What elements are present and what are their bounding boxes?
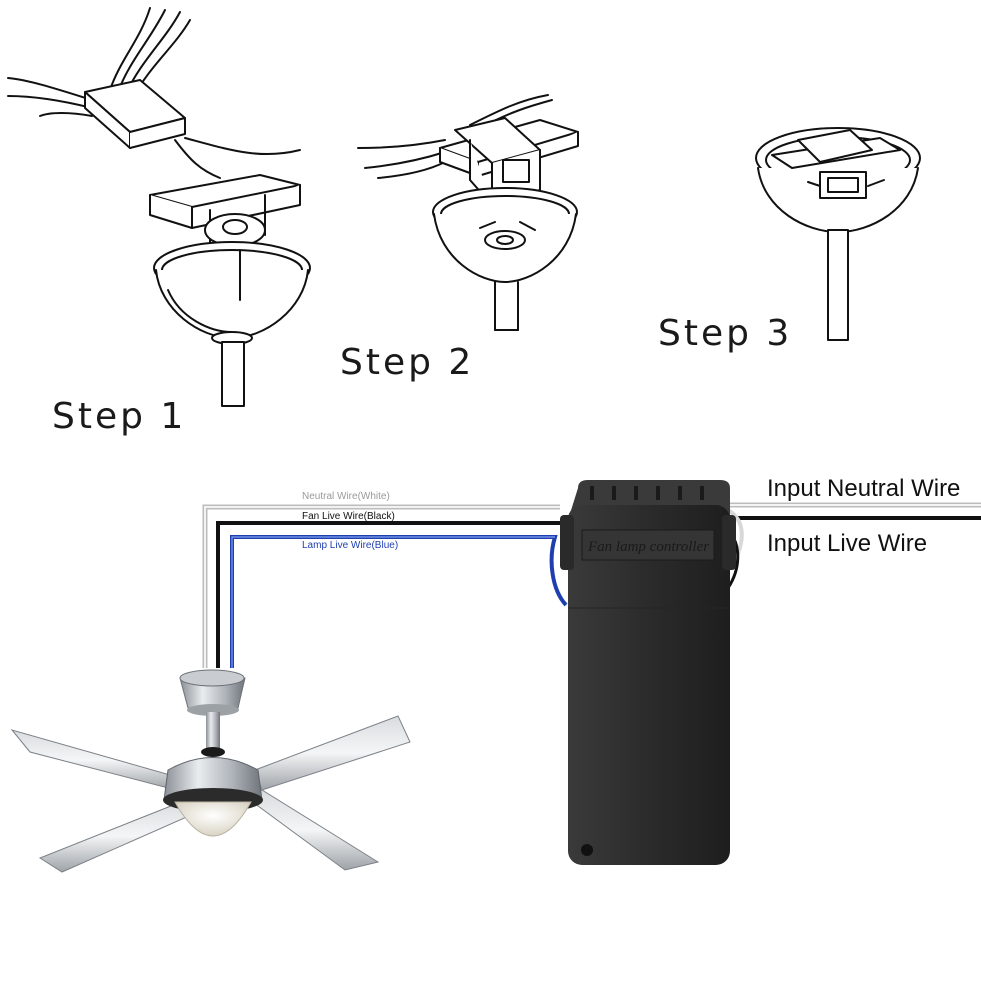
input-live-wire-label: Input Live Wire xyxy=(767,530,927,557)
ceiling-fan-icon xyxy=(10,669,411,873)
ceiling-canopy-step3-icon xyxy=(755,127,921,341)
fan-live-wire xyxy=(216,521,560,668)
controller-box-icon: Fan lamp controller xyxy=(560,480,736,865)
controller-label: Fan lamp controller xyxy=(587,539,709,555)
ceiling-canopy-step1-icon xyxy=(7,7,311,407)
neutral-wire xyxy=(202,504,560,668)
neutral-wire-label: Neutral Wire(White) xyxy=(302,491,390,502)
lamp-live-wire xyxy=(230,535,568,668)
step-3-label: Step 3 xyxy=(658,313,792,354)
wiring-diagram: Neutral Wire(White) Fan Live Wire(Black)… xyxy=(202,475,981,668)
fan-live-wire-label: Fan Live Wire(Black) xyxy=(302,511,395,522)
step-2-label: Step 2 xyxy=(340,342,474,383)
lamp-live-wire-label: Lamp Live Wire(Blue) xyxy=(302,540,398,551)
step-1-label: Step 1 xyxy=(52,396,186,437)
input-neutral-wire-label: Input Neutral Wire xyxy=(767,475,960,502)
ceiling-canopy-step2-icon xyxy=(357,94,579,331)
